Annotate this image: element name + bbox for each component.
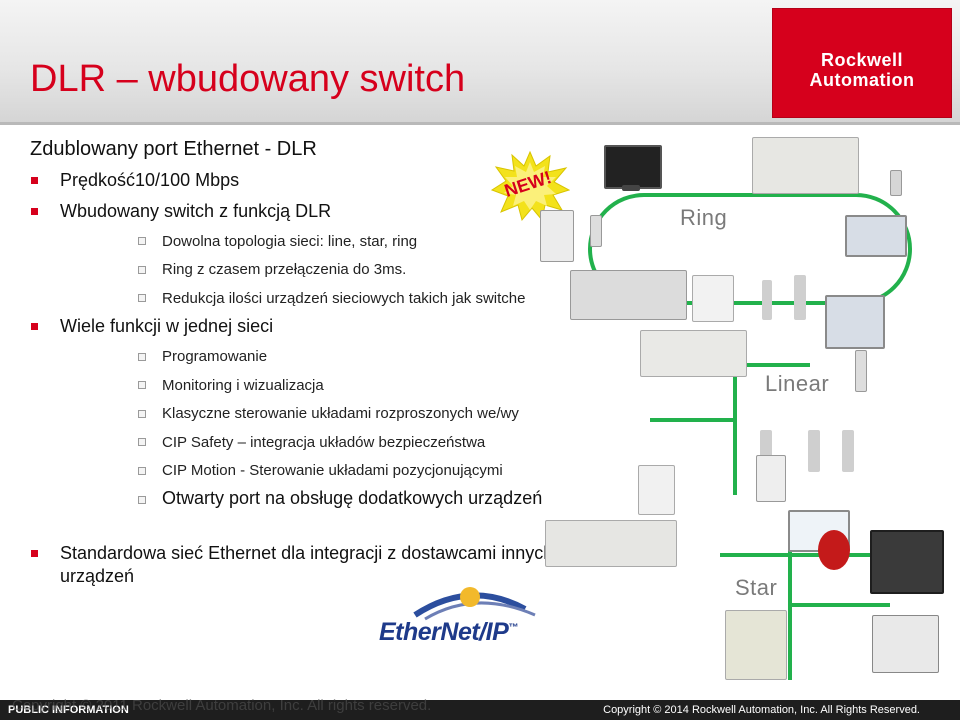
logo-line-2: Automation — [809, 70, 915, 90]
footer-copyright: Copyright © 2014 Rockwell Automation, In… — [603, 704, 920, 716]
computer-monitor-icon — [604, 145, 662, 189]
bullet-multi-function: Wiele funkcji w jednej sieci — [60, 316, 274, 336]
compactlogix-icon — [570, 270, 687, 320]
bullet-switch: Wbudowany switch z funkcją DLR — [60, 201, 332, 221]
sub-bullet-monitoring: Monitoring i wizualizacja — [162, 377, 324, 394]
content-heading: Zdublowany port Ethernet - DLR — [30, 138, 317, 160]
sub-bullet-programming: Programowanie — [162, 348, 268, 365]
sub-bullet-marker — [138, 294, 146, 302]
point-io-icon — [692, 275, 734, 322]
sub-bullet-classic-control: Klasyczne sterowanie układami rozproszon… — [162, 405, 519, 422]
sub-bullet-reduction: Redukcja ilości urządzeń sieciowych taki… — [162, 290, 526, 307]
network-diagram: Ring Linear Star — [540, 135, 960, 700]
sub-bullet-marker — [138, 467, 146, 475]
armorblock-icon — [808, 430, 820, 472]
ethernet-ip-text: EtherNet/IP™ — [379, 618, 518, 647]
bullet-marker — [31, 208, 38, 215]
safety-relay-icon — [756, 455, 786, 502]
bullet-marker — [31, 177, 38, 184]
starburst-icon — [490, 150, 571, 222]
monitor-stand-icon — [622, 185, 640, 191]
sub-bullet-topology: Dowolna topologia sieci: line, star, rin… — [162, 233, 418, 250]
sub-bullet-marker — [138, 237, 146, 245]
compactlogix-rack-icon — [545, 520, 677, 567]
slide-title: DLR – wbudowany switch — [30, 58, 466, 100]
armorblock-icon — [842, 430, 854, 472]
footer-bar: PUBLIC INFORMATION Copyright © 2014 Rock… — [0, 700, 960, 720]
io-module-icon — [890, 170, 902, 196]
ethernet-ip-logo: EtherNet/IP™ — [375, 585, 565, 647]
star-label: Star — [735, 575, 778, 600]
footer-classification: PUBLIC INFORMATION — [8, 704, 129, 716]
sub-bullet-marker — [138, 381, 146, 389]
power-supply-icon — [872, 615, 939, 673]
ring-label: Ring — [680, 205, 728, 230]
sub-bullet-ring-time: Ring z czasem przełączenia do 3ms. — [162, 261, 407, 278]
barcode-scanner-icon — [818, 530, 850, 570]
sub-bullet-marker — [138, 410, 146, 418]
adapter-icon — [855, 350, 867, 392]
sub-bullet-marker — [138, 266, 146, 274]
armorblock-icon — [794, 275, 806, 320]
logo-line-1: Rockwell — [820, 50, 904, 70]
hmi-panel-icon — [845, 215, 907, 257]
panelview-icon — [825, 295, 885, 349]
ring-path — [588, 193, 912, 305]
ethernet-ip-wordmark: EtherNet/IP — [379, 618, 509, 646]
bullet-marker — [31, 323, 38, 330]
controller-chassis-icon — [640, 330, 747, 377]
label-printer-icon — [870, 530, 944, 594]
sub-bullet-marker — [138, 438, 146, 446]
adapter-module-icon — [638, 465, 675, 515]
controllogix-chassis-icon — [752, 137, 859, 194]
sub-bullet-cip-safety: CIP Safety – integracja układów bezpiecz… — [162, 434, 486, 451]
bullet-standard-ethernet-line2: urządzeń — [60, 566, 135, 586]
globe-icon — [413, 587, 536, 621]
ethernet-switch-icon — [725, 610, 787, 680]
trademark-mark: ™ — [508, 622, 518, 634]
linear-label: Linear — [765, 371, 830, 396]
new-badge: NEW! — [490, 150, 571, 222]
sub-bullet-marker — [138, 353, 146, 361]
sub-bullet-cip-motion: CIP Motion - Sterowanie układami pozycjo… — [162, 462, 503, 479]
sub-bullet-open-port: Otwarty port na obsługę dodatkowych urzą… — [162, 488, 543, 508]
bullet-speed: Prędkość10/100 Mbps — [60, 170, 240, 190]
armorblock-icon — [762, 280, 772, 320]
adapter-icon — [590, 215, 602, 247]
footer-ghost-copyright: Copyright © 2011 Rockwell Automation, In… — [12, 697, 432, 714]
sub-bullet-marker — [138, 496, 146, 504]
rockwell-logo: Rockwell Automation — [772, 8, 952, 118]
bullet-marker — [31, 550, 38, 557]
bullet-standard-ethernet-line1: Standardowa sieć Ethernet dla integracji… — [60, 543, 554, 563]
drive-icon — [540, 210, 574, 262]
